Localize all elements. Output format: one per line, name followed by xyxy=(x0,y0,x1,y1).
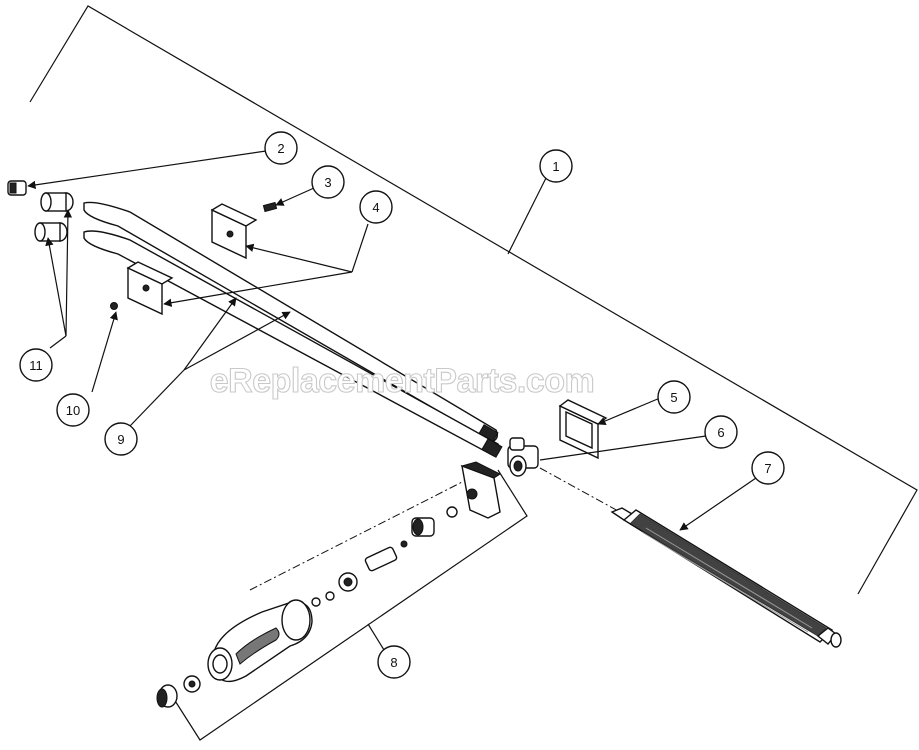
callout-11: 11 xyxy=(19,348,53,382)
leader-10 xyxy=(91,311,118,393)
leader-3 xyxy=(275,187,315,206)
leader-11c xyxy=(49,335,67,349)
leader-9c xyxy=(183,311,291,371)
leader-9a xyxy=(129,369,185,427)
wand-tube-lower xyxy=(83,230,503,458)
clamp-bracket-part-4-upper xyxy=(210,203,258,260)
callout-label-5: 5 xyxy=(670,390,677,405)
callout-6: 6 xyxy=(704,415,738,449)
screw-part-10 xyxy=(110,302,118,310)
center-line-1 xyxy=(539,467,621,513)
screw-part-3 xyxy=(262,201,278,213)
leader-4c xyxy=(163,271,353,307)
callout-label-4: 4 xyxy=(372,200,379,215)
callout-label-10: 10 xyxy=(66,403,80,418)
callout-8: 8 xyxy=(377,645,411,679)
watermark: eReplacementParts.com xyxy=(210,362,594,400)
leader-1 xyxy=(507,177,547,255)
callout-label-9: 9 xyxy=(117,432,124,447)
callout-label-6: 6 xyxy=(717,425,724,440)
callout-10: 10 xyxy=(56,393,90,427)
callout-label-7: 7 xyxy=(764,461,771,476)
callout-5: 5 xyxy=(657,380,691,414)
gun-assembly-part-8 xyxy=(156,461,501,708)
end-fitting-part-2 xyxy=(7,180,27,196)
clamp-bracket-part-4-lower xyxy=(126,261,174,316)
callout-4: 4 xyxy=(359,190,393,224)
callout-label-2: 2 xyxy=(277,141,284,156)
assembly-bracket-1 xyxy=(29,5,918,595)
callout-label-8: 8 xyxy=(390,655,397,670)
leader-2 xyxy=(27,150,267,190)
leader-5 xyxy=(597,397,661,425)
lance-tube-part-7 xyxy=(610,507,842,648)
callout-9: 9 xyxy=(104,422,138,456)
callout-1: 1 xyxy=(539,149,573,183)
ferrule-part-11-lower xyxy=(34,222,68,242)
callout-label-3: 3 xyxy=(324,175,331,190)
leader-6 xyxy=(539,435,707,461)
wand-tube-upper xyxy=(83,201,499,444)
callout-2: 2 xyxy=(264,131,298,165)
tee-fitting-part-6 xyxy=(507,437,539,477)
leader-9b xyxy=(183,297,237,371)
leader-7 xyxy=(679,477,757,531)
callout-3: 3 xyxy=(311,165,345,199)
callout-label-11: 11 xyxy=(29,358,43,373)
callout-7: 7 xyxy=(751,451,785,485)
center-line-2 xyxy=(249,477,471,591)
leader-4a xyxy=(351,223,369,273)
leader-11a xyxy=(45,237,67,337)
leader-4b xyxy=(245,243,353,273)
leader-11b xyxy=(63,209,73,337)
assembly-bracket-8 xyxy=(171,469,528,741)
nozzle-guard-part-5 xyxy=(558,399,608,460)
ferrule-part-11-upper xyxy=(40,192,74,212)
leader-8 xyxy=(367,623,385,651)
callout-label-1: 1 xyxy=(552,159,559,174)
